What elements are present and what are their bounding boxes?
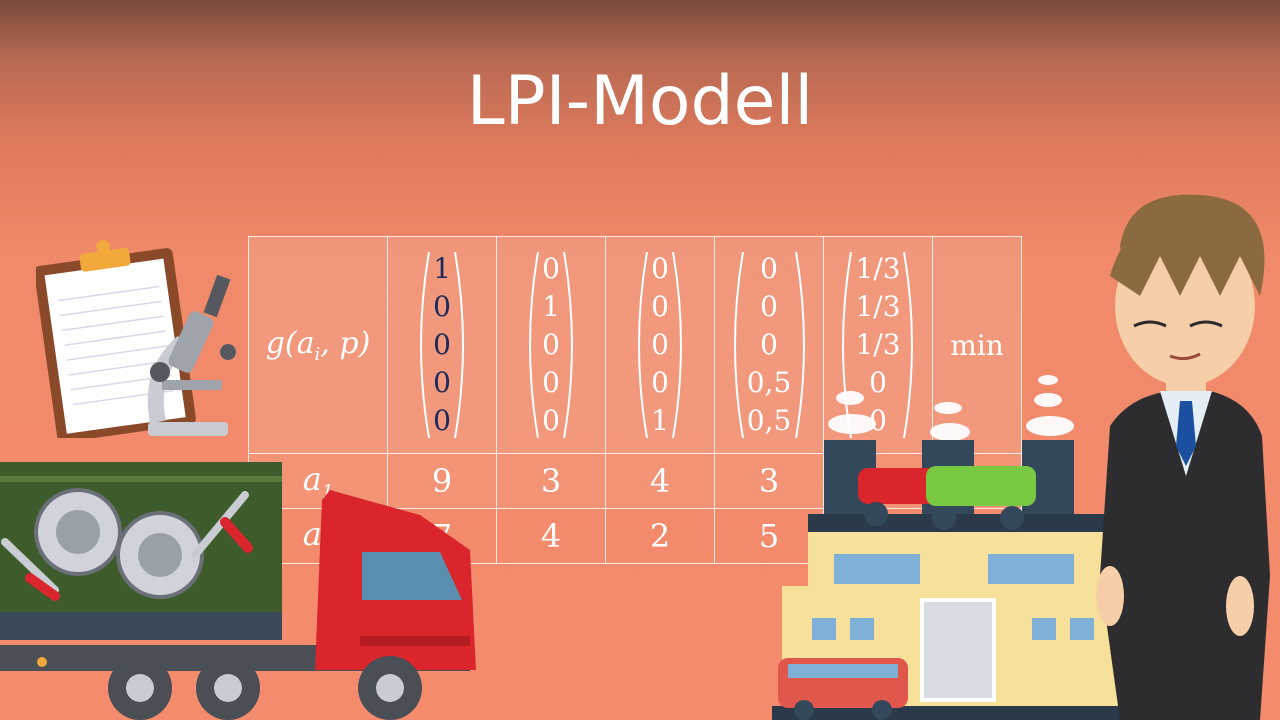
vector-parentheses xyxy=(733,251,805,439)
cell: 4 xyxy=(496,508,606,564)
min-header-cell: min xyxy=(932,236,1022,454)
businessman-icon xyxy=(1096,194,1270,720)
cell: 4 xyxy=(605,453,715,509)
cell: 5 xyxy=(714,508,824,564)
vector-parentheses xyxy=(420,251,465,439)
truck-icon xyxy=(0,462,476,720)
header-label-cell: g(ai, p) xyxy=(248,236,388,454)
cell: 3 xyxy=(714,453,824,509)
cell: 3 xyxy=(496,453,606,509)
vector-parentheses xyxy=(529,251,574,439)
header-label: g(ai, p) xyxy=(265,325,371,365)
slide-title: LPI-Modell xyxy=(466,62,814,141)
cell: 9 xyxy=(387,453,497,509)
cell: 2 xyxy=(605,508,715,564)
vector-parentheses xyxy=(638,251,683,439)
factory-icon xyxy=(772,375,1132,720)
microscope-icon xyxy=(147,274,236,436)
